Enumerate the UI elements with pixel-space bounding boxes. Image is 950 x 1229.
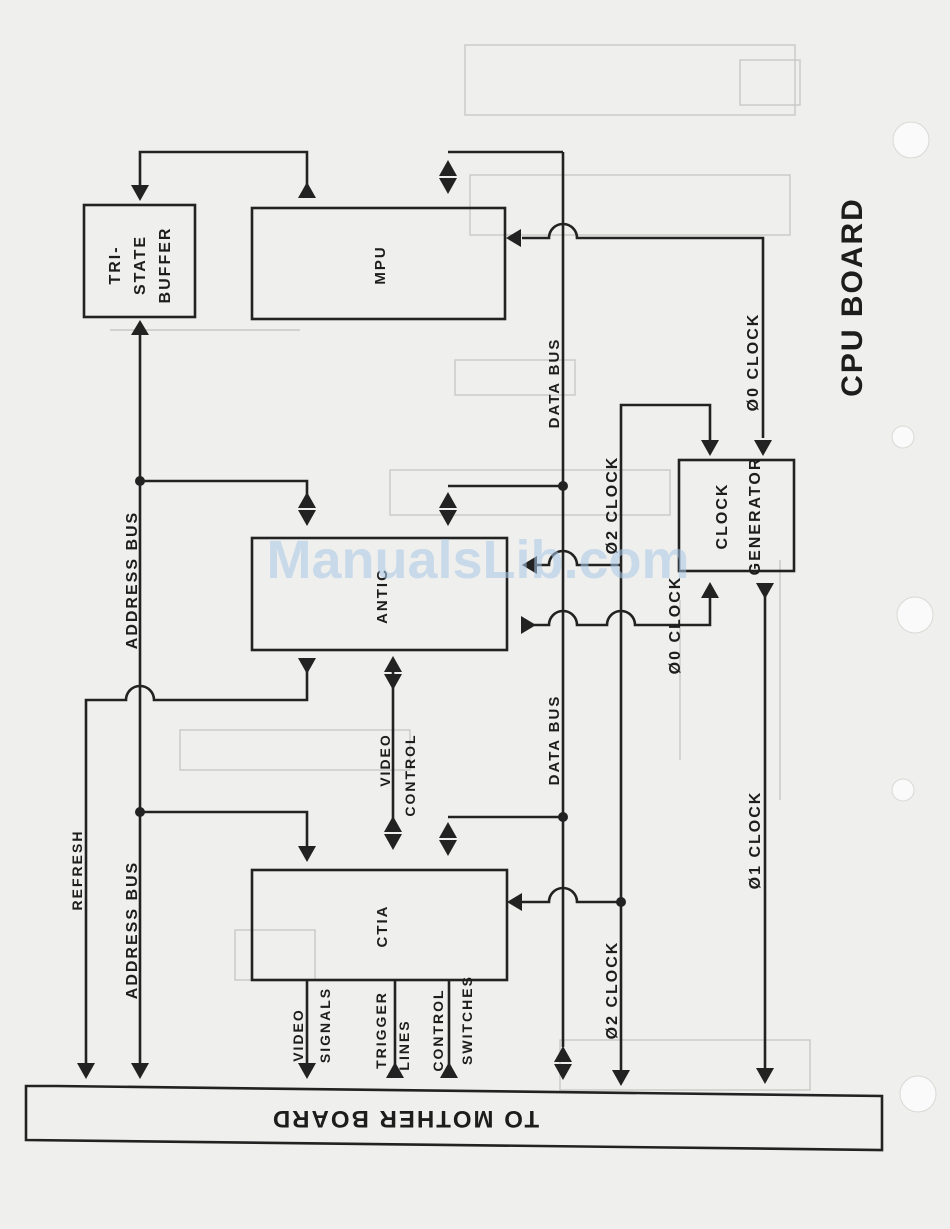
ctia-label: CTIA <box>374 905 391 948</box>
phi2-clock-label-lower: Ø2 CLOCK <box>604 941 621 1040</box>
trigger-lines-label-1: TRIGGER <box>373 991 389 1069</box>
page-title: CPU BOARD <box>836 197 869 397</box>
tristate-label-3: BUFFER <box>157 227 174 304</box>
refresh-label: REFRESH <box>69 830 85 911</box>
trigger-lines-label-2: LINES <box>396 1019 412 1070</box>
phi0-clock-label-antic: Ø0 CLOCK <box>667 576 684 675</box>
data-bus-label-upper: DATA BUS <box>546 338 563 429</box>
address-bus-label-upper: ADDRESS BUS <box>124 511 141 649</box>
mpu-label: MPU <box>372 245 389 284</box>
video-signals-label-2: SIGNALS <box>317 987 333 1063</box>
data-bus-label-lower: DATA BUS <box>546 695 563 786</box>
clock-generator-block <box>679 460 794 571</box>
phi1-clock-label: Ø1 CLOCK <box>747 791 764 890</box>
clock-generator-label-1: CLOCK <box>714 483 731 550</box>
address-bus-label-lower: ADDRESS BUS <box>124 861 141 999</box>
tristate-label-2: STATE <box>132 235 149 295</box>
clock-generator-label-2: GENERATOR <box>747 457 764 576</box>
control-switches-label-2: SWITCHES <box>459 975 475 1065</box>
control-switches-label-1: CONTROL <box>430 988 446 1071</box>
video-signals-label-1: VIDEO <box>290 1008 306 1062</box>
video-control-label-1: VIDEO <box>377 733 393 787</box>
wires <box>86 152 765 1072</box>
mother-board-label: TO MOTHER BOARD <box>271 1105 539 1132</box>
video-control-label-2: CONTROL <box>402 733 418 816</box>
watermark: ManualsLib.com <box>266 530 689 590</box>
tristate-label-1: TRI- <box>107 245 124 284</box>
binder-holes <box>892 122 936 1112</box>
phi0-clock-label-mpu: Ø0 CLOCK <box>745 313 762 412</box>
